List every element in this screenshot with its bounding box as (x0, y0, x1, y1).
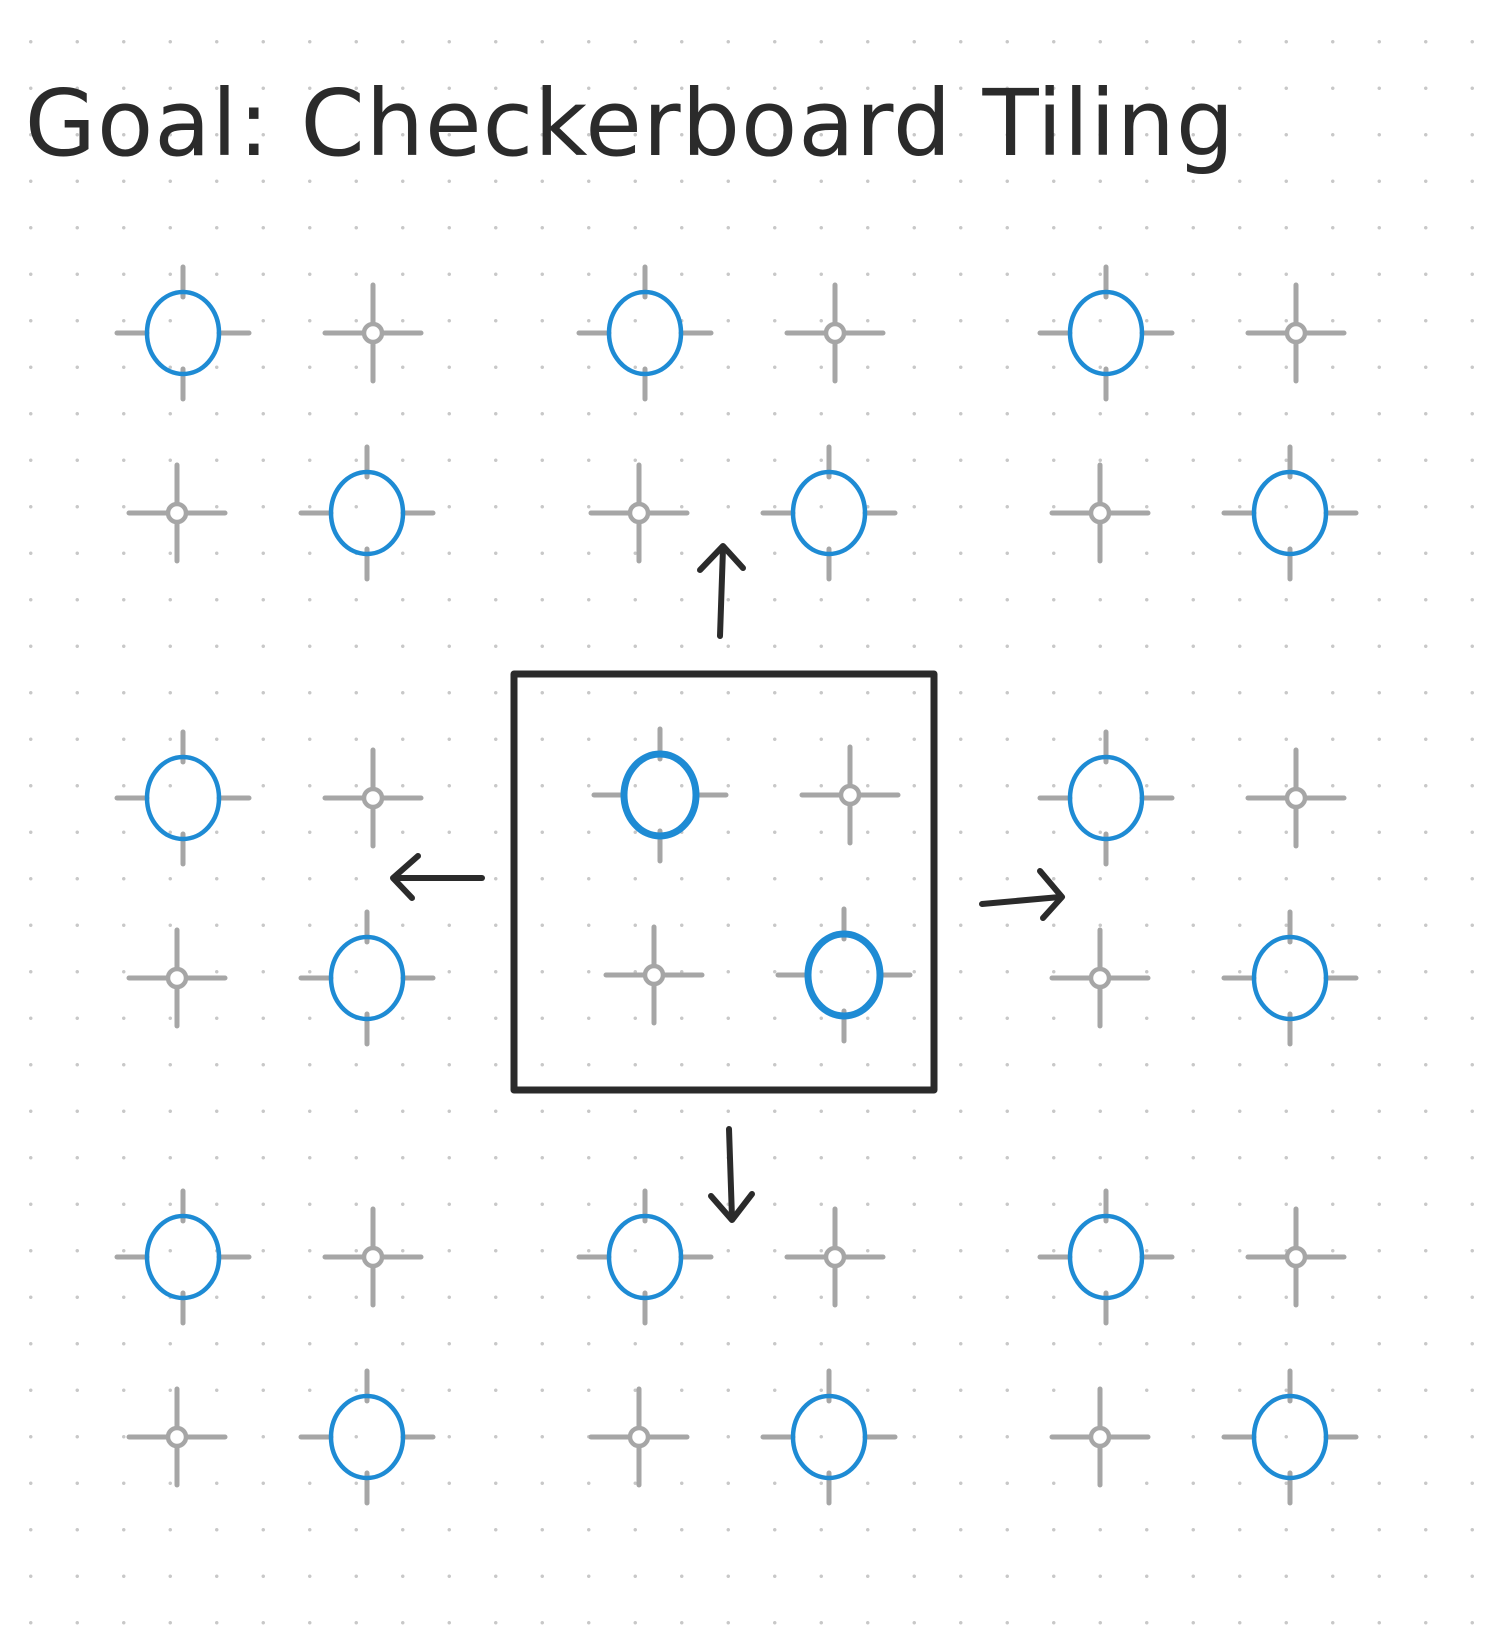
node-highlighted-tile-2-1-pos-0-0 (576, 1188, 714, 1326)
node-plain-tile-1-2-pos-0-1 (1245, 747, 1347, 849)
node-plain-tile-2-0-pos-0-1 (322, 1206, 424, 1308)
node-highlighted-tile-2-2-pos-1-1 (1221, 1368, 1359, 1506)
arrow-right (979, 868, 1065, 921)
node-plain-tile-1-1-pos-0-1 (799, 744, 901, 846)
node-highlighted-tile-1-2-pos-0-0 (1037, 729, 1175, 867)
node-plain-tile-1-1-pos-1-0 (603, 924, 705, 1026)
node-highlighted-tile-1-0-pos-0-0 (114, 729, 252, 867)
node-highlighted-tile-1-0-pos-1-1 (298, 909, 436, 1047)
node-plain-tile-0-2-pos-1-0 (1049, 462, 1151, 564)
node-highlighted-tile-2-0-pos-1-1 (298, 1368, 436, 1506)
node-highlighted-tile-0-2-pos-0-0 (1037, 264, 1175, 402)
base-tile-frame (510, 670, 938, 1094)
node-highlighted-tile-0-1-pos-0-0 (576, 264, 714, 402)
node-plain-tile-0-1-pos-0-1 (784, 282, 886, 384)
node-plain-tile-0-1-pos-1-0 (588, 462, 690, 564)
node-highlighted-tile-0-1-pos-1-1 (760, 444, 898, 582)
diagram-title: Goal: Checkerboard Tiling (24, 70, 1236, 177)
node-plain-tile-1-2-pos-1-0 (1049, 927, 1151, 1029)
arrow-left (390, 853, 485, 901)
node-highlighted-tile-1-1-pos-1-1 (775, 906, 913, 1044)
node-layer (114, 264, 1359, 1506)
arrow-down (708, 1126, 755, 1223)
node-plain-tile-0-0-pos-0-1 (322, 282, 424, 384)
node-highlighted-tile-2-0-pos-0-0 (114, 1188, 252, 1326)
node-plain-tile-2-1-pos-1-0 (588, 1386, 690, 1488)
node-highlighted-tile-1-2-pos-1-1 (1221, 909, 1359, 1047)
node-plain-tile-0-2-pos-0-1 (1245, 282, 1347, 384)
node-plain-tile-2-0-pos-1-0 (126, 1386, 228, 1488)
node-highlighted-tile-2-2-pos-0-0 (1037, 1188, 1175, 1326)
node-highlighted-tile-1-1-pos-0-0 (591, 726, 729, 864)
node-plain-tile-1-0-pos-0-1 (322, 747, 424, 849)
node-highlighted-tile-0-0-pos-0-0 (114, 264, 252, 402)
node-plain-tile-2-2-pos-1-0 (1049, 1386, 1151, 1488)
arrow-up (697, 543, 746, 639)
node-highlighted-tile-2-1-pos-1-1 (760, 1368, 898, 1506)
node-highlighted-tile-0-0-pos-1-1 (298, 444, 436, 582)
node-plain-tile-2-1-pos-0-1 (784, 1206, 886, 1308)
node-highlighted-tile-0-2-pos-1-1 (1221, 444, 1359, 582)
node-plain-tile-1-0-pos-1-0 (126, 927, 228, 1029)
node-plain-tile-0-0-pos-1-0 (126, 462, 228, 564)
node-plain-tile-2-2-pos-0-1 (1245, 1206, 1347, 1308)
